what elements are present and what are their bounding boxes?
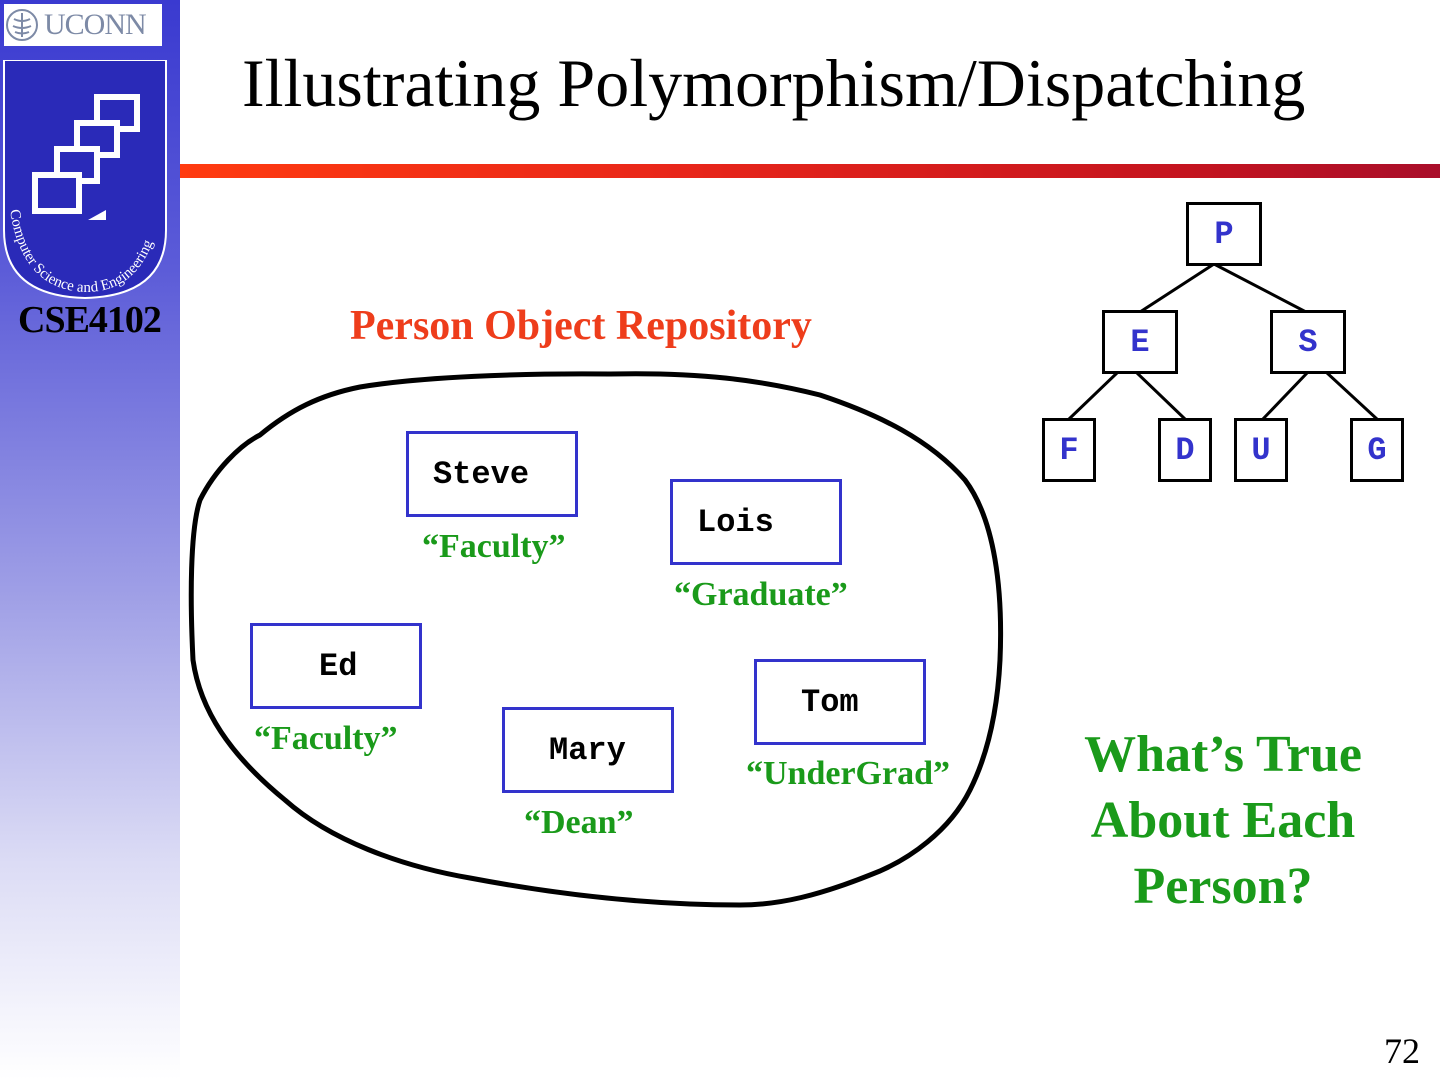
repository-title: Person Object Repository [350,303,812,349]
person-role-tom: “UnderGrad” [746,755,950,792]
page-number: 72 [1384,1031,1420,1071]
uconn-logo-text: UCONN [44,8,147,41]
title-divider [180,164,1440,178]
hierarchy-node-faculty: F [1042,418,1096,482]
hierarchy-node-employee: E [1102,310,1178,374]
hierarchy-node-person: P [1186,202,1262,266]
person-role-ed: “Faculty” [254,720,398,757]
hierarchy-node-undergrad: U [1234,418,1288,482]
hierarchy-node-graduate: G [1350,418,1404,482]
person-box-ed: Ed [250,623,422,709]
computer-stack-icon [32,94,140,220]
computer-science-engineering-logo: Computer Science and Engineering [3,60,167,300]
slide-title: Illustrating Polymorphism/Dispatching [242,45,1306,121]
person-name: Mary [549,731,626,769]
person-role-steve: “Faculty” [422,528,566,565]
hierarchy-node-dean: D [1158,418,1212,482]
hierarchy-node-student: S [1270,310,1346,374]
person-box-steve: Steve [406,431,578,517]
person-name: Steve [433,455,530,493]
person-box-tom: Tom [754,659,926,745]
uconn-logo: UCONN [4,4,162,46]
person-box-lois: Lois [670,479,842,565]
question-text: What’s True About Each Person? [1084,726,1362,915]
person-name: Tom [801,683,859,721]
person-role-mary: “Dean” [524,804,634,841]
person-box-mary: Mary [502,707,674,793]
sidebar: UCONN Computer Science and Engineering C… [0,0,180,1080]
person-name: Ed [319,647,358,685]
oak-leaf-seal-icon [6,9,38,41]
course-code: CSE4102 [18,299,162,341]
person-name: Lois [697,503,774,541]
person-role-lois: “Graduate” [674,576,848,613]
